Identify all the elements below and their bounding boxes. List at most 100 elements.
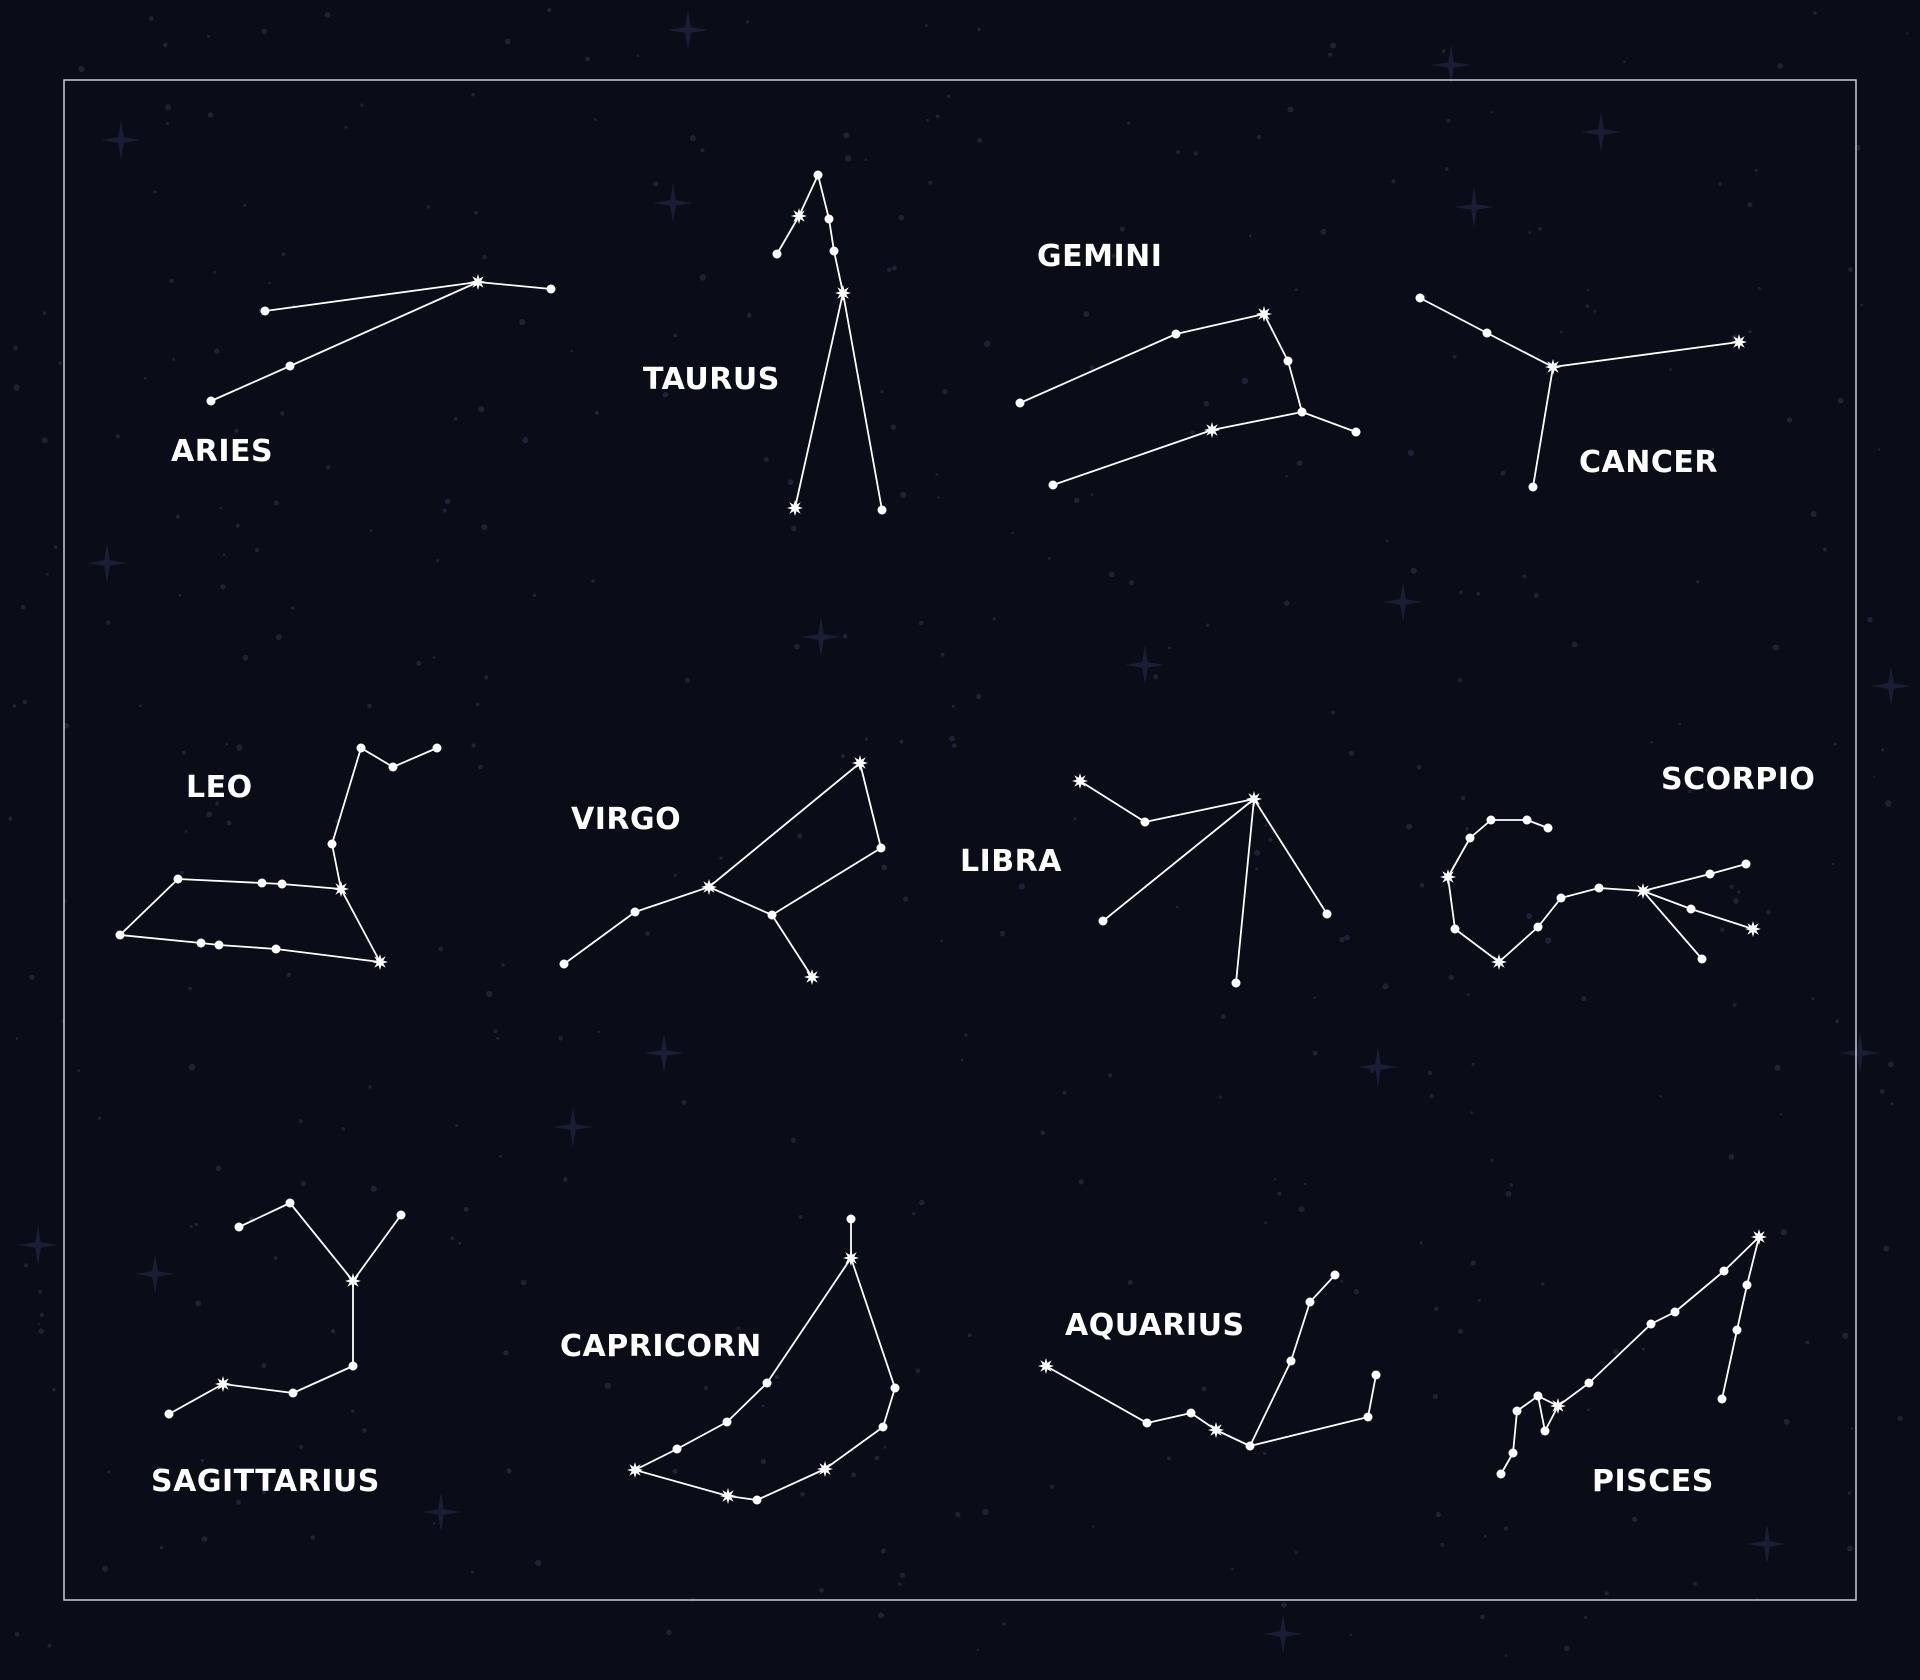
faint-star <box>453 417 458 421</box>
faint-star <box>1127 121 1131 125</box>
faint-star <box>912 1211 916 1216</box>
capricorn-connector-line <box>756 1468 826 1501</box>
label-aquarius: AQUARIUS <box>1065 1308 1245 1343</box>
faint-star <box>42 311 47 316</box>
pisces-star-dot <box>1732 1325 1742 1335</box>
faint-star <box>416 660 422 666</box>
faint-star <box>1440 1542 1445 1547</box>
faint-star <box>1108 571 1115 578</box>
faint-star <box>1331 710 1335 715</box>
faint-sparkle <box>1871 666 1911 706</box>
faint-star <box>1296 460 1303 467</box>
faint-star <box>482 254 487 260</box>
faint-star <box>53 545 58 550</box>
faint-star <box>477 764 483 770</box>
faint-star <box>222 553 226 557</box>
faint-star <box>1386 539 1389 543</box>
leo-connector-line <box>119 878 179 936</box>
faint-star <box>1353 1288 1360 1295</box>
faint-star <box>1805 1340 1810 1345</box>
leo-connector-line <box>331 747 362 845</box>
libra-bright-star <box>1072 773 1088 789</box>
faint-star <box>235 523 240 528</box>
scorpio-star-dot <box>1533 922 1543 932</box>
faint-star <box>851 1472 857 1478</box>
gemini-star-dot <box>1048 480 1058 490</box>
faint-star <box>442 508 447 513</box>
faint-star <box>1090 493 1094 497</box>
pisces-star-dot <box>1540 1426 1550 1436</box>
faint-star <box>188 1064 196 1071</box>
faint-star <box>800 1492 805 1497</box>
faint-star <box>1089 365 1095 370</box>
aries-star-dot <box>285 361 295 371</box>
label-gemini: GEMINI <box>1037 239 1162 274</box>
leo-star-dot <box>257 878 267 888</box>
faint-star <box>1469 1111 1473 1115</box>
faint-star <box>78 65 85 73</box>
aquarius-connector-line <box>1045 1365 1148 1424</box>
scorpio-connector-line <box>1690 908 1754 930</box>
faint-star <box>1448 974 1455 981</box>
constellation-sagittarius: SAGITTARIUS <box>151 1198 406 1499</box>
faint-star <box>484 675 489 680</box>
faint-star <box>503 1350 509 1356</box>
faint-star <box>1466 993 1470 997</box>
faint-star <box>1073 817 1077 821</box>
gemini-connector-line <box>1287 360 1303 413</box>
faint-star <box>703 1385 709 1391</box>
label-taurus: TAURUS <box>643 362 780 397</box>
virgo-connector-line <box>771 847 882 916</box>
capricorn-connector-line <box>726 1382 768 1423</box>
faint-star <box>736 1326 741 1330</box>
faint-star <box>1220 1014 1226 1019</box>
faint-star <box>1737 890 1741 894</box>
faint-star <box>763 457 769 462</box>
libra-star-dot <box>1322 909 1332 919</box>
faint-star <box>890 424 897 431</box>
faint-star <box>1167 646 1171 650</box>
faint-star <box>159 1545 163 1550</box>
faint-star <box>1623 60 1626 63</box>
faint-star <box>38 1289 43 1294</box>
scorpio-star-dot <box>1543 823 1553 833</box>
taurus-connector-line <box>828 218 835 252</box>
faint-star <box>39 1313 44 1318</box>
faint-star <box>594 410 600 416</box>
faint-star <box>47 1643 52 1648</box>
scorpio-bright-star <box>1491 954 1507 970</box>
faint-star <box>20 604 26 610</box>
pisces-star-dot <box>1646 1319 1656 1329</box>
faint-star <box>790 1137 796 1143</box>
scorpio-connector-line <box>1469 819 1492 839</box>
aquarius-star-dot <box>1186 1408 1196 1418</box>
gemini-star-dot <box>1297 407 1307 417</box>
faint-star <box>496 1036 500 1040</box>
faint-star <box>1872 775 1876 779</box>
faint-star <box>261 28 267 34</box>
sagittarius-star-dot <box>234 1222 244 1232</box>
leo-star-dot <box>271 944 281 954</box>
faint-star <box>325 465 331 470</box>
cancer-star-dot <box>1482 328 1492 338</box>
faint-star <box>1294 1551 1298 1555</box>
faint-sparkle <box>87 543 127 583</box>
faint-star <box>1465 826 1469 831</box>
faint-sparkle <box>644 1033 684 1073</box>
libra-connector-line <box>1235 798 1255 984</box>
faint-star <box>1613 1348 1619 1355</box>
faint-star <box>1522 574 1527 579</box>
faint-star <box>843 132 850 139</box>
leo-connector-line <box>177 878 263 884</box>
faint-star <box>1339 937 1345 943</box>
gemini-connector-line <box>1175 313 1265 335</box>
faint-star <box>535 1559 542 1567</box>
faint-star <box>1457 1328 1464 1334</box>
faint-star <box>942 389 948 395</box>
faint-star <box>689 135 696 142</box>
constellation-virgo: VIRGO <box>559 755 886 985</box>
leo-star-dot <box>173 874 183 884</box>
faint-star <box>215 801 220 806</box>
faint-star <box>1718 182 1723 186</box>
capricorn-bright-star <box>843 1250 859 1266</box>
